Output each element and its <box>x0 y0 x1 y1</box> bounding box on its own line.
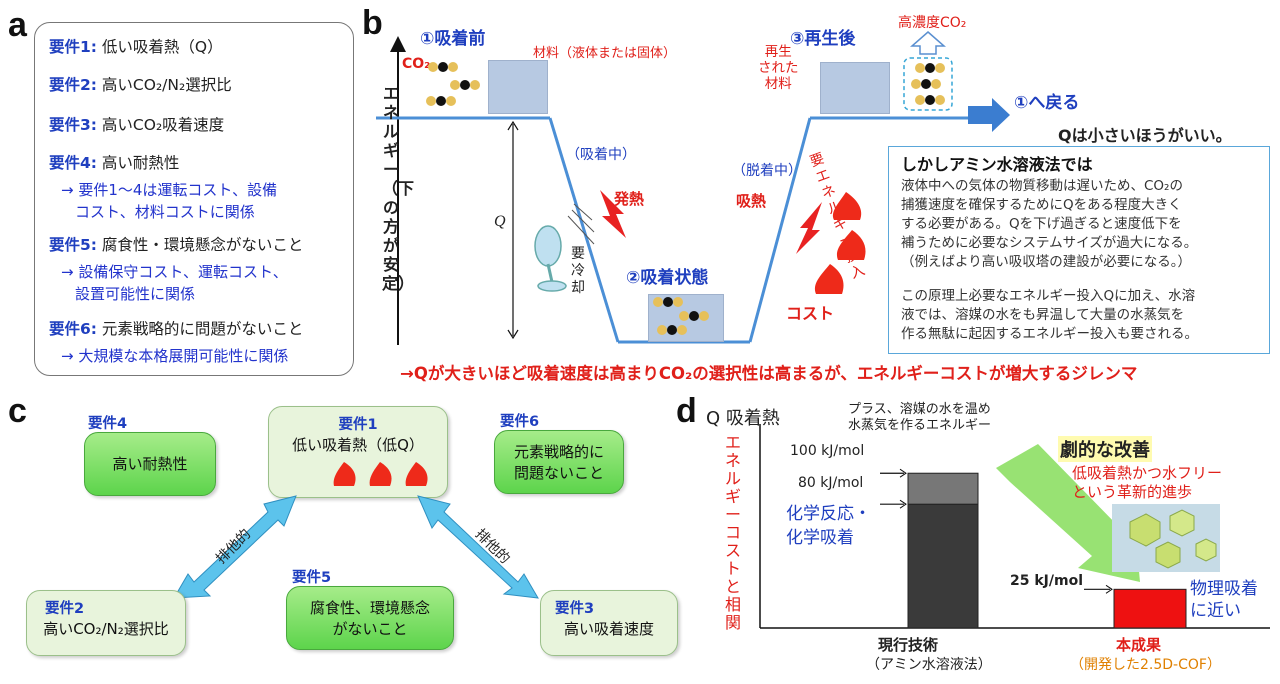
adsorbing-label: （吸着中） <box>566 147 636 163</box>
info-paragraph-2: この原理上必要なエネルギー投入Qに加え、水溶液では、溶媒の水をも昇温して大量の水… <box>901 288 1198 342</box>
regenerated-material-block <box>820 62 890 114</box>
innovation-annotation: 低吸着熱かつ水フリー という革新的進歩 <box>1072 464 1223 501</box>
tick-arrowhead-0 <box>899 468 907 478</box>
material-block <box>488 60 548 114</box>
c-requirement-3-box: 要件3 高い吸着速度 <box>540 590 678 656</box>
requirement-3: 要件3: 高いCO₂吸着速度 <box>49 116 225 134</box>
category-new: 本成果 <box>1116 636 1162 654</box>
high-concentration-co2-label: 高濃度CO₂ <box>898 15 967 31</box>
heat-release-arrow-icon <box>600 190 626 238</box>
panel-label-b: b <box>362 4 383 42</box>
material-label: 材料（液体または固体） <box>533 46 677 61</box>
return-arrow-icon <box>968 98 1010 132</box>
requirement-4: 要件4: 高い耐熱性 <box>49 154 180 172</box>
flame-icons <box>814 192 866 294</box>
panel-label-a: a <box>8 6 27 44</box>
heat-absorption-label: 吸熱 <box>736 192 767 210</box>
step2-adsorbed-state: ②吸着状態 <box>626 268 709 288</box>
bar-current-extra <box>907 472 979 505</box>
chemical-annotation: 化学反応・ 化学吸着 <box>786 504 871 548</box>
category-current-sub: （アミン水溶液法） <box>866 657 992 673</box>
panel-label-d: d <box>676 392 697 430</box>
cof-crystal-image <box>1112 504 1220 572</box>
fan-icon <box>534 203 595 292</box>
tick-arrowhead-1 <box>899 499 907 509</box>
requirement-6-note: → 大規模な本格展開可能性に関係 <box>61 347 289 365</box>
panel-label-c: c <box>8 392 27 430</box>
tick-100: 100 kJ/mol <box>790 443 865 459</box>
energy-input-arrow-icon <box>796 202 822 254</box>
tick-25: 25 kJ/mol <box>1010 573 1083 589</box>
heat-release-label: 発熱 <box>614 190 645 208</box>
requirements-box: 要件1: 低い吸着熱（Q） 要件2: 高いCO₂/N₂選択比 要件3: 高いCO… <box>34 22 354 376</box>
requirement-5-note: → 設備保守コスト、運転コスト、 設置可能性に関係 <box>61 263 288 303</box>
c-requirement-4-box: 高い耐熱性 <box>84 432 216 496</box>
step3-after-regeneration: ③再生後 <box>790 29 856 49</box>
requirement-2: 要件2: 高いCO₂/N₂選択比 <box>49 76 232 94</box>
dramatic-improvement-label: 劇的な改善 <box>1058 436 1152 462</box>
c-requirement-1-box: 要件1 低い吸着熱（低Q） <box>268 406 448 498</box>
bar-current-base <box>907 503 979 629</box>
c-requirement-5-label: 要件5 <box>292 570 332 586</box>
requirement-6: 要件6: 元素戦略的に問題がないこと <box>49 320 304 338</box>
c-flame-icons <box>333 462 428 486</box>
energy-diagram-lines <box>376 36 812 345</box>
chart-ylabel: エネルギーコストと相関 <box>724 433 741 632</box>
step1-before-adsorption: ①吸着前 <box>420 29 486 49</box>
energy-axis-label: エネルギー（下の方が安定） <box>382 84 415 293</box>
c-exclusive-arrows <box>173 495 539 599</box>
physical-annotation: 物理吸着 に近い <box>1190 579 1258 621</box>
tick-80: 80 kJ/mol <box>798 475 864 491</box>
cooling-required-label: 要冷却 <box>571 246 585 296</box>
tick-arrows <box>880 468 1113 594</box>
amine-info-box: しかしアミン水溶液法では 液体中への気体の物質移動は遅いため、CO₂の捕獲速度を… <box>888 146 1270 354</box>
requirement-1: 要件1: 低い吸着熱（Q） <box>49 38 223 56</box>
bar-new-result <box>1113 588 1187 629</box>
info-title: しかしアミン水溶液法では <box>901 155 1093 174</box>
category-current: 現行技術 <box>878 636 939 654</box>
c-requirement-2-box: 要件2 高いCO₂/N₂選択比 <box>26 590 186 656</box>
plus-energy-annotation: プラス、溶媒の水を温め 水蒸気を作るエネルギー <box>848 402 992 433</box>
c-requirement-5-box: 腐食性、環境懸念 がないこと <box>286 586 454 650</box>
c-requirement-6-box: 元素戦略的に 問題ないこと <box>494 430 624 494</box>
right-level-line <box>810 116 970 120</box>
c-requirement-4-label: 要件4 <box>88 416 128 432</box>
cost-label: コスト <box>786 304 835 323</box>
adsorbed-material-block <box>648 294 724 342</box>
category-new-sub: （開発した2.5D-COF） <box>1070 657 1221 673</box>
released-co2-icon <box>903 31 953 111</box>
regenerated-material-label: 再生 された 材料 <box>758 44 799 92</box>
return-to-step1-label: ①へ戻る <box>1014 93 1080 113</box>
q-label: Q <box>494 213 506 230</box>
dilemma-statement: →Qが大きいほど吸着速度は高まりCO₂の選択性は高まるが、エネルギーコストが増大… <box>400 364 1138 383</box>
co2-label: CO₂ <box>402 56 431 72</box>
chart-title: Q 吸着熱 <box>706 408 780 429</box>
tick-arrowhead-2 <box>1105 584 1113 594</box>
desorbing-label: （脱着中） <box>732 163 802 179</box>
co2-molecules-icon <box>424 62 480 110</box>
q-smaller-better: Qは小さいほうがいい。 <box>1058 126 1232 145</box>
info-paragraph-1: 液体中への気体の物質移動は遅いため、CO₂の捕獲速度を確保するためにQをある程度… <box>901 178 1198 270</box>
requirement-5: 要件5: 腐食性・環境懸念がないこと <box>49 236 304 254</box>
c-requirement-6-label: 要件6 <box>500 414 540 430</box>
chart-svg <box>759 424 1270 629</box>
improvement-arrow-icon <box>996 444 1140 582</box>
requirement-1-4-note: → 要件1〜4は運転コスト、設備 コスト、材料コストに関係 <box>61 181 278 221</box>
